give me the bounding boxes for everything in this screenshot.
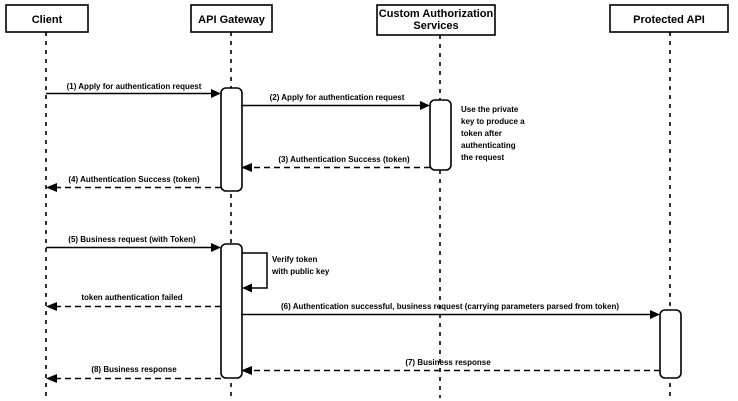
- message-5-label: (5) Business request (with Token): [68, 235, 196, 244]
- note-private-key: Use the private key to produce a token a…: [461, 105, 525, 162]
- message-5[interactable]: (5) Business request (with Token): [46, 235, 221, 252]
- participant-box-client[interactable]: [5, 4, 89, 33]
- message-6[interactable]: (6) Authentication successful, business …: [241, 302, 660, 319]
- message-3[interactable]: (3) Authentication Success (token): [241, 155, 430, 172]
- note-private-key-line-2: key to produce a: [461, 117, 525, 126]
- participant-label-custom-authorization-services-line2: Services: [413, 20, 458, 32]
- participant-box-protected-api[interactable]: [609, 4, 729, 33]
- message-6-arrowhead: [650, 310, 660, 319]
- participant-label-api-gateway: API Gateway: [198, 14, 266, 26]
- message-7-arrowhead: [241, 366, 252, 375]
- note-private-key-line-4: authenticating: [461, 141, 516, 150]
- message-2-label: (2) Apply for authentication request: [270, 93, 405, 102]
- activation-api-gateway-business: [220, 243, 243, 379]
- participant-label-custom-authorization-services-line1: Custom Authorization: [379, 8, 494, 20]
- message-1-arrowhead: [211, 89, 221, 98]
- message-self-verify-token-label-line2: with public key: [271, 267, 330, 276]
- message-self-verify-token[interactable]: Verify token with public key: [242, 252, 330, 293]
- message-1[interactable]: (1) Apply for authentication request: [46, 82, 221, 98]
- message-2-arrowhead: [420, 101, 430, 110]
- message-4-arrowhead: [46, 183, 57, 192]
- message-1-label: (1) Apply for authentication request: [67, 82, 202, 91]
- note-private-key-line-1: Use the private: [461, 105, 519, 114]
- message-self-verify-token-label-line1: Verify token: [272, 255, 317, 264]
- message-4-label: (4) Authentication Success (token): [68, 175, 200, 184]
- message-8-arrowhead: [46, 374, 57, 383]
- message-8[interactable]: (8) Business response: [46, 365, 221, 383]
- message-token-authentication-failed-label: token authentication failed: [81, 293, 182, 302]
- note-private-key-line-5: the request: [461, 153, 504, 162]
- message-8-label: (8) Business response: [91, 365, 177, 374]
- message-self-verify-token-path: [242, 252, 268, 289]
- activation-protected-api: [659, 309, 682, 379]
- note-private-key-line-3: token after: [461, 129, 502, 138]
- message-7[interactable]: (7) Business response: [241, 358, 660, 375]
- participant-box-api-gateway[interactable]: [190, 4, 273, 33]
- activation-api-gateway-auth: [220, 87, 243, 192]
- message-2[interactable]: (2) Apply for authentication request: [241, 93, 430, 110]
- participant-label-protected-api: Protected API: [633, 14, 705, 26]
- message-3-label: (3) Authentication Success (token): [278, 155, 410, 164]
- message-3-arrowhead: [241, 163, 252, 172]
- participant-box-custom-authorization-services[interactable]: [376, 4, 496, 36]
- message-7-label: (7) Business response: [405, 358, 491, 367]
- message-token-authentication-failed-arrowhead: [46, 302, 57, 311]
- message-5-arrowhead: [211, 243, 221, 252]
- message-token-authentication-failed[interactable]: token authentication failed: [46, 293, 221, 311]
- message-6-label: (6) Authentication successful, business …: [281, 302, 619, 311]
- message-self-verify-token-arrowhead: [242, 283, 252, 293]
- participant-label-client: Client: [32, 14, 63, 26]
- message-4[interactable]: (4) Authentication Success (token): [46, 175, 221, 192]
- activation-custom-authorization-services: [429, 99, 452, 171]
